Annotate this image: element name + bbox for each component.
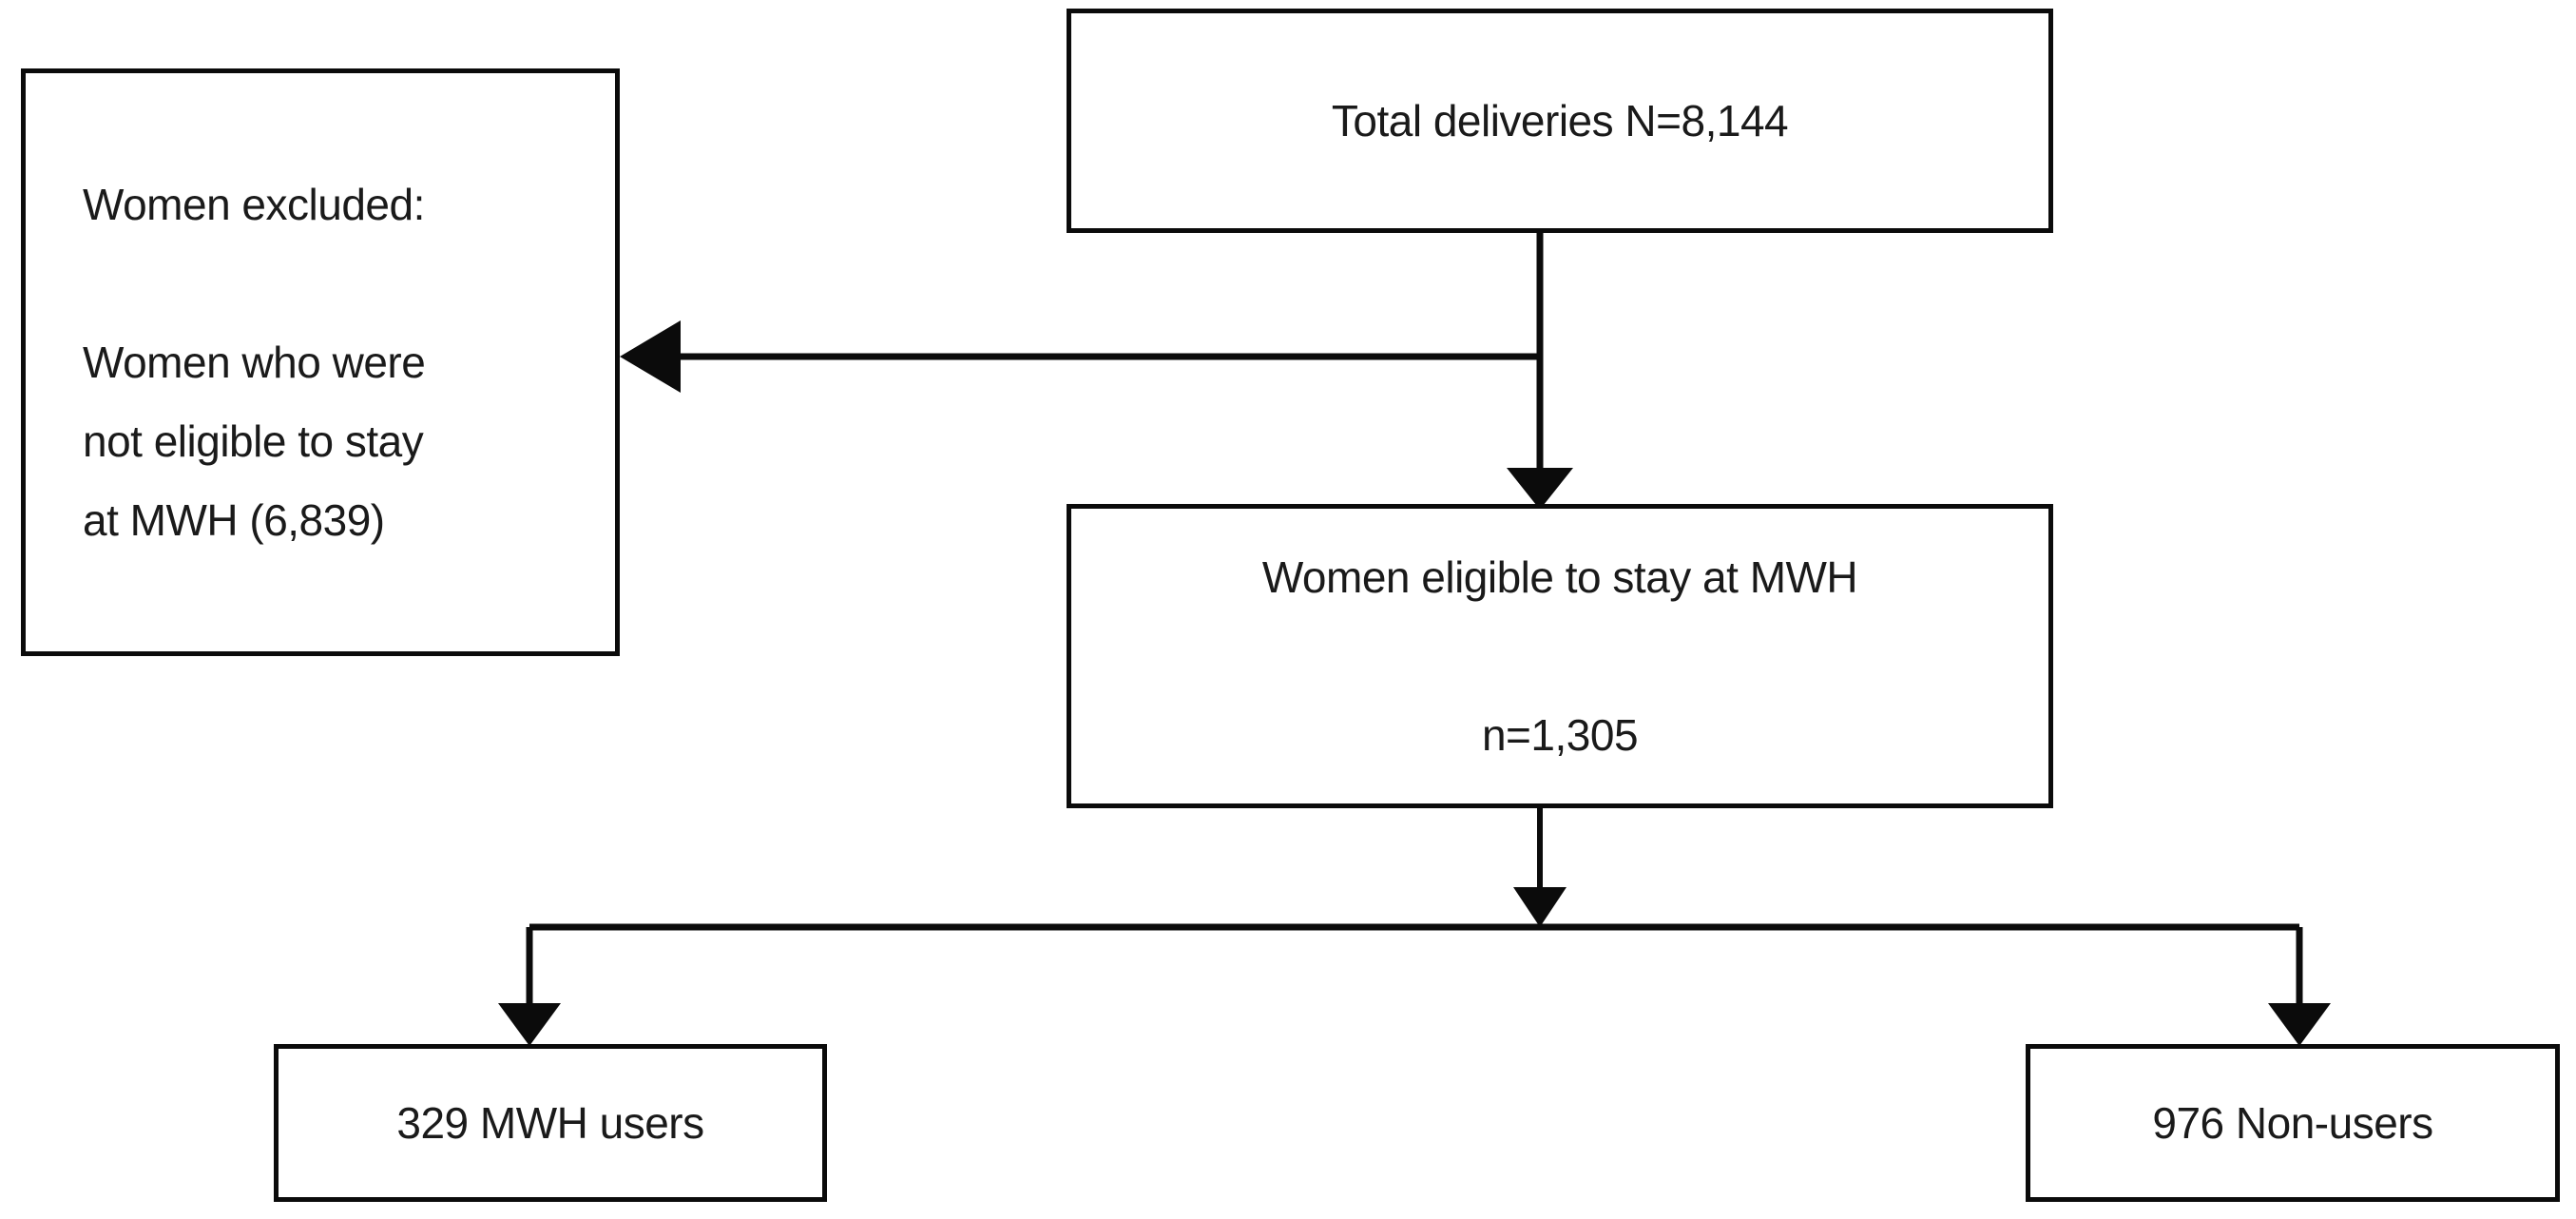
women-excluded-spacer [26, 244, 615, 323]
mwh-users-box: 329 MWH users [274, 1044, 827, 1202]
women-eligible-label-1: Women eligible to stay at MWH [1261, 551, 1858, 602]
women-excluded-label-1: Women excluded: [83, 179, 425, 229]
women-excluded-label-4: at MWH (6,839) [83, 494, 385, 545]
women-eligible-spacer [1071, 617, 2048, 696]
total-deliveries-label: Total deliveries N=8,144 [1331, 95, 1789, 145]
women-excluded-label-2: Women who were [83, 337, 426, 387]
non-users-label: 976 Non-users [2152, 1097, 2433, 1148]
women-eligible-box: Women eligible to stay at MWH n=1,305 [1067, 504, 2053, 808]
edge-total-to-eligible [1507, 231, 1573, 510]
edge-total-to-excluded [620, 320, 1540, 393]
edge-eligible-split-stem [1513, 808, 1567, 927]
women-excluded-box: Women excluded: Women who were not eligi… [21, 68, 620, 656]
women-excluded-label-3: not eligible to stay [83, 416, 424, 466]
non-users-box: 976 Non-users [2026, 1044, 2560, 1202]
edge-eligible-to-users [498, 927, 561, 1046]
mwh-users-label: 329 MWH users [396, 1097, 704, 1148]
women-eligible-label-2: n=1,305 [1481, 709, 1639, 760]
edge-eligible-to-nonusers [2268, 927, 2331, 1046]
total-deliveries-box: Total deliveries N=8,144 [1067, 9, 2053, 233]
